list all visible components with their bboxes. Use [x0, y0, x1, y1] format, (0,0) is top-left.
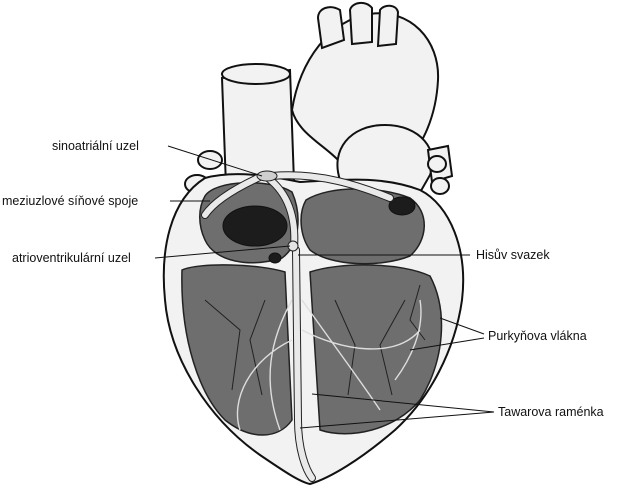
label-tawara: Tawarova raménka — [498, 405, 604, 419]
coronary-sinus — [269, 253, 281, 263]
label-his-bundle: Hisův svazek — [476, 248, 550, 262]
label-internodal: meziuzlové síňové spoje — [2, 194, 138, 208]
sa-node-marker — [257, 171, 277, 181]
label-purkinje: Purkyňova vlákna — [488, 329, 587, 343]
superior-vena-cava — [222, 64, 294, 186]
label-sa-node: sinoatriální uzel — [52, 139, 139, 153]
label-av-node: atrioventrikulární uzel — [12, 251, 131, 265]
tricuspid-opening — [223, 206, 287, 246]
